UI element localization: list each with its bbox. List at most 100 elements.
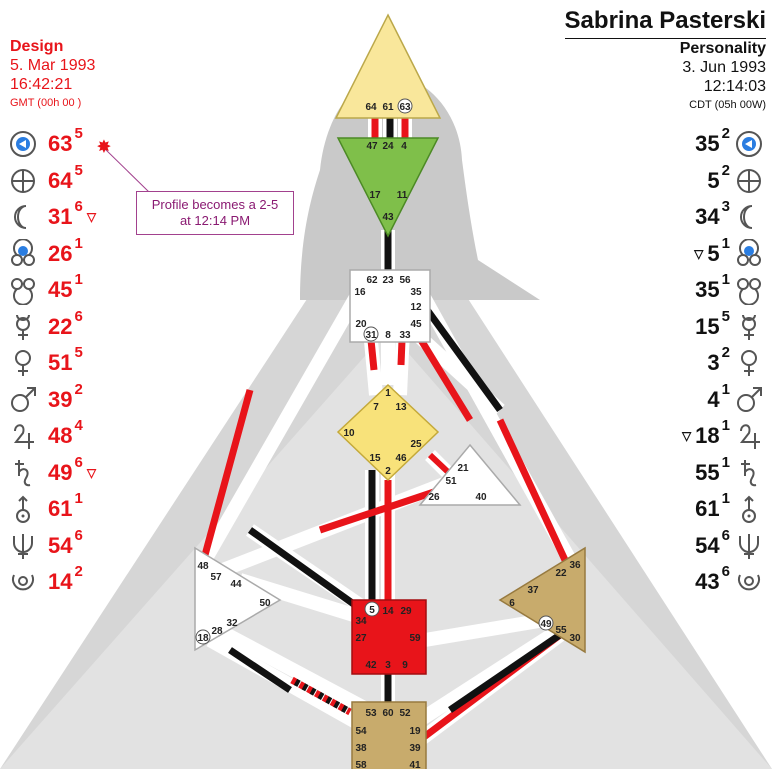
gate-46: 46 [395, 453, 407, 464]
gate-number: 55 [695, 459, 720, 485]
profile-note: Profile becomes a 2-5 at 12:14 PM [136, 191, 294, 235]
gate-number: 5 [707, 167, 720, 193]
sun-icon [734, 129, 764, 159]
gate-8: 8 [385, 330, 391, 341]
gate-line: 2 [721, 344, 730, 361]
mars-icon [734, 385, 764, 415]
design-time: 16:42:21 [10, 76, 73, 93]
profile-note-line2: at 12:14 PM [179, 213, 251, 228]
head-silhouette [300, 72, 540, 300]
gate-line: 3 [721, 198, 730, 215]
gate-number: 49 [48, 459, 73, 485]
personality-timezone: CDT (05h 00W) [689, 99, 766, 111]
gate-43: 43 [382, 212, 394, 223]
uranus-icon [734, 494, 764, 524]
design-date: 5. Mar 1993 [10, 57, 96, 74]
gate-number: 5 [707, 240, 720, 266]
gate-58: 58 [355, 760, 367, 769]
gate-45: 45 [410, 319, 422, 330]
gate-number: 43 [695, 569, 720, 594]
mercury-icon [734, 312, 764, 342]
gate-62: 62 [366, 275, 378, 286]
gate-6: 6 [509, 598, 515, 609]
gate-number: 4 [707, 386, 720, 412]
note-pointer [103, 147, 151, 194]
gate-number: 35 [695, 277, 720, 302]
gate-number: 15 [695, 313, 720, 339]
gate-24: 24 [382, 141, 394, 152]
gate-number: 61 [695, 496, 720, 521]
gate-line: 6 [74, 307, 83, 325]
gate-line: 1 [721, 234, 730, 252]
gate-9: 9 [402, 660, 408, 671]
neptune-icon [8, 531, 38, 561]
triangle-icon: ▽ [86, 465, 97, 480]
gate-number: 54 [48, 532, 73, 558]
gate-7: 7 [373, 402, 379, 413]
gate-41: 41 [409, 760, 421, 769]
moon-icon [734, 202, 764, 232]
note-star-icon: ✸ [96, 139, 111, 156]
gate-line: 2 [721, 161, 730, 179]
personality-header: Sabrina Pasterski Personality 3. Jun 199… [564, 6, 766, 115]
gate-12: 12 [410, 302, 422, 313]
gate-20: 20 [355, 319, 367, 330]
gate-number: 51 [48, 350, 73, 375]
gate-31: 31 [365, 330, 377, 341]
personality-time: 12:14:03 [703, 78, 766, 95]
gate-19: 19 [409, 726, 421, 737]
gate-line: 6 [721, 526, 730, 544]
gate-38: 38 [355, 743, 367, 754]
throat-center [349, 269, 431, 343]
gate-number: 14 [48, 569, 73, 594]
gate-number: 64 [48, 167, 73, 193]
gate-26: 26 [428, 492, 440, 503]
chart-name: Sabrina Pasterski [564, 6, 766, 39]
head-center [334, 13, 442, 119]
earth-icon [8, 166, 38, 196]
gate-59: 59 [409, 633, 421, 644]
gate-21: 21 [457, 463, 469, 474]
gate-25: 25 [410, 439, 422, 450]
gate-number: 45 [48, 277, 73, 302]
gate-36: 36 [569, 560, 581, 571]
gate-40: 40 [475, 492, 487, 503]
north-node-icon [8, 238, 38, 269]
gate-42: 42 [365, 660, 377, 671]
earth-icon [734, 166, 764, 196]
gate-3: 3 [385, 660, 391, 671]
gate-63: 63 [399, 102, 411, 113]
gate-number: 3 [707, 350, 720, 375]
gate-line: 1 [74, 271, 83, 288]
gate-11: 11 [397, 190, 408, 201]
jupiter-icon [734, 421, 764, 451]
gate-line: 4 [74, 417, 83, 434]
ego-center [418, 443, 522, 506]
gate-line: 1 [721, 453, 730, 471]
gate-30: 30 [569, 633, 581, 644]
gate-10: 10 [343, 428, 355, 439]
gate-number: 22 [48, 313, 73, 339]
triangle-icon: ▽ [681, 429, 692, 443]
g-center [336, 383, 440, 482]
gate-50: 50 [259, 598, 271, 609]
